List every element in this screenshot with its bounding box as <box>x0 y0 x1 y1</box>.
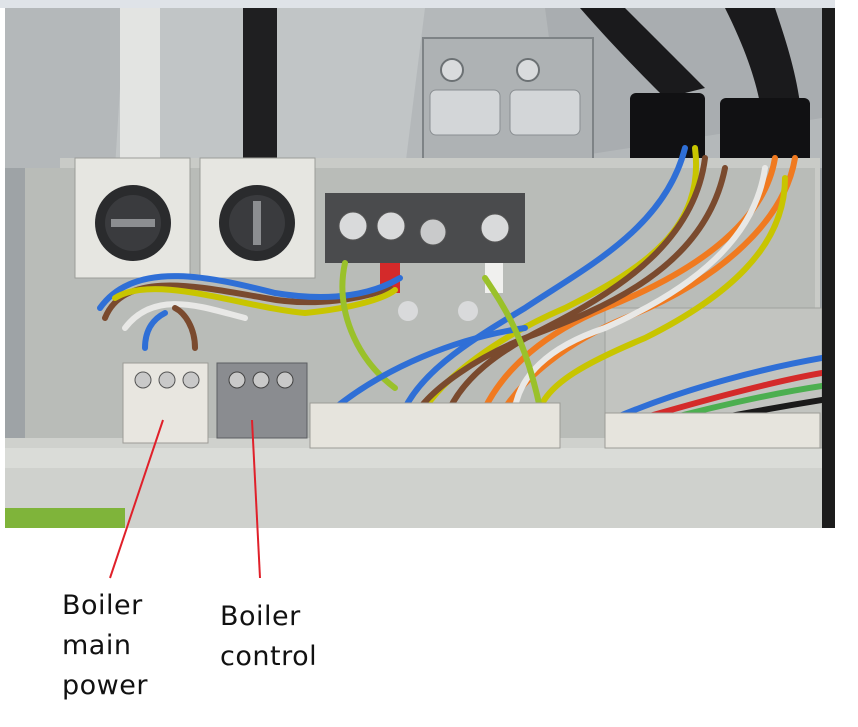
label-line: Boiler <box>62 590 143 621</box>
boiler-main-power-label: Boiler main power <box>62 586 202 706</box>
label-line: power <box>62 670 148 701</box>
label-line: Boiler <box>220 601 301 632</box>
boiler-control-label: Boiler control <box>220 597 360 677</box>
wiring-photo <box>5 8 822 528</box>
window-top-border <box>0 0 858 8</box>
label-line: control <box>220 641 318 672</box>
label-line: main <box>62 630 132 661</box>
window-right-border <box>835 0 858 727</box>
photo-edge-shadow <box>822 8 835 528</box>
